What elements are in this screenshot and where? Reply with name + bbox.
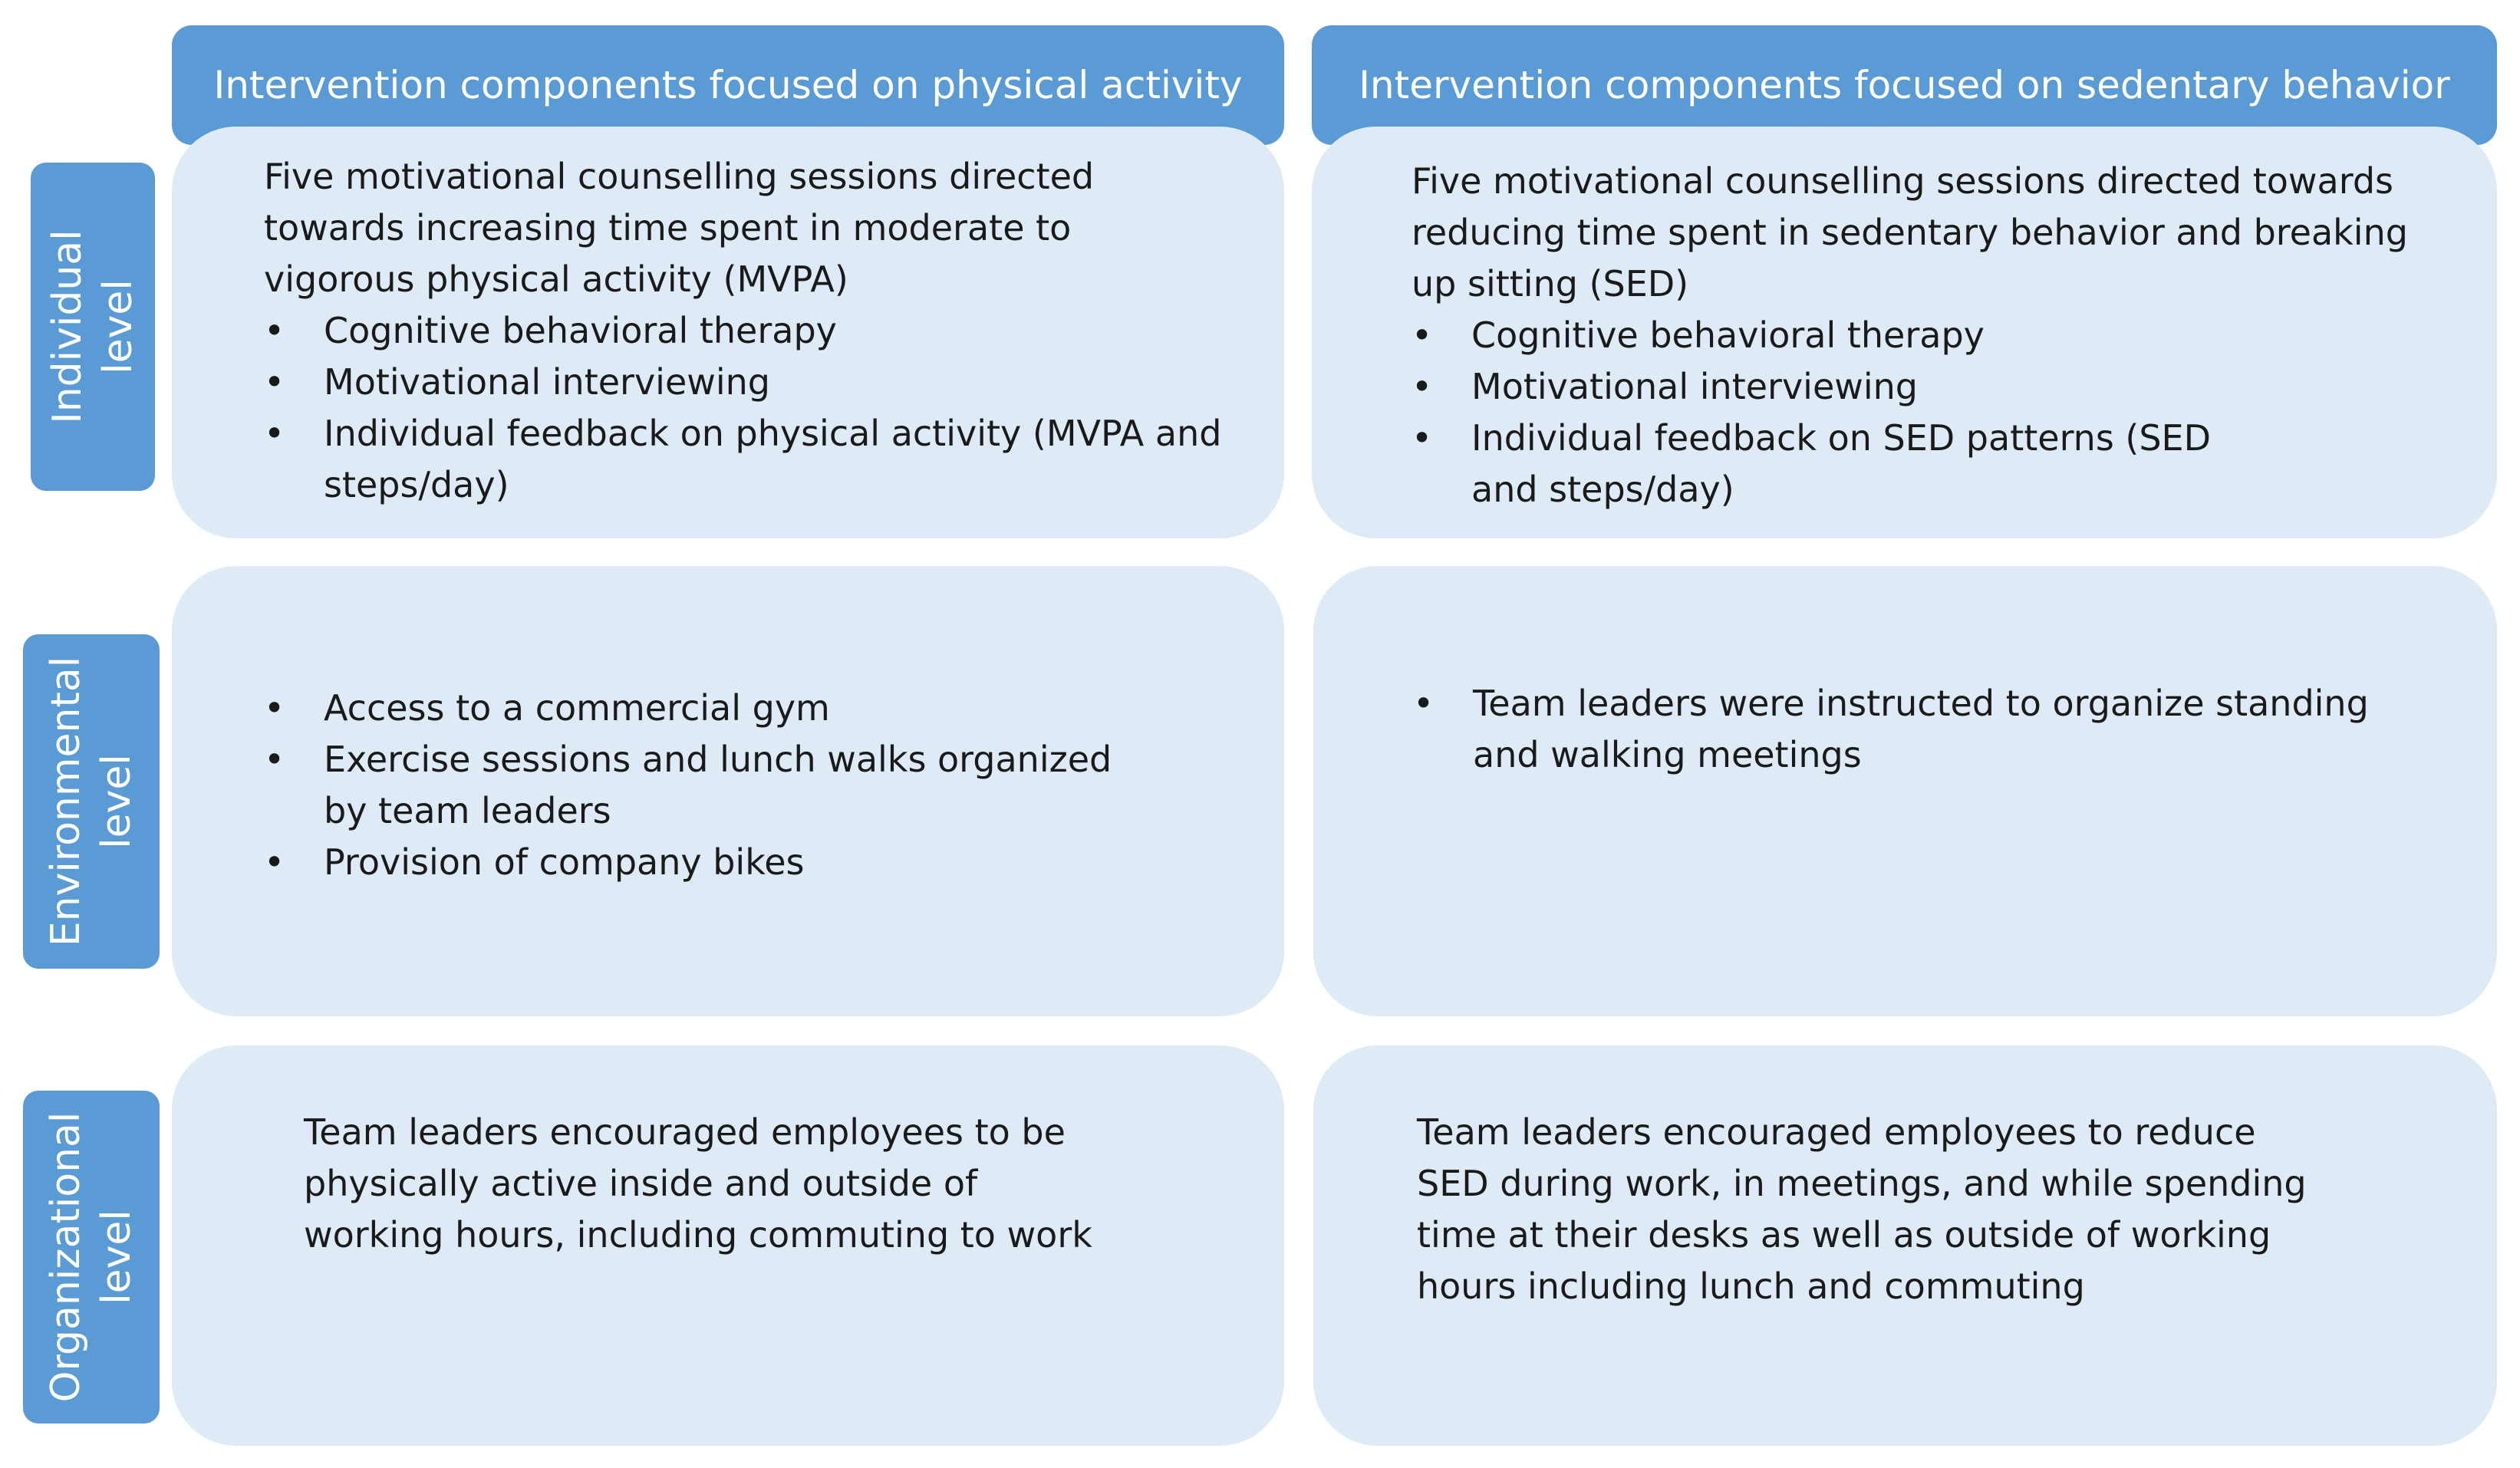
bullet-icon: • (264, 739, 285, 780)
list-item: •Individual feedback on physical activit… (264, 408, 1223, 511)
cell-individual-physical-activity-intro: Five motivational counselling sessions d… (264, 156, 1095, 300)
list-item: •Motivational interviewing (1412, 361, 2443, 413)
row-label-individual-line1: Individual (44, 229, 91, 424)
row-label-organizational: Organizational level (23, 1091, 160, 1424)
list-item: •Provision of company bikes (264, 837, 1146, 888)
cell-environmental-physical-activity-list: •Access to a commercial gym •Exercise se… (264, 683, 1146, 888)
cell-individual-sedentary-behavior: Five motivational counselling sessions d… (1312, 127, 2497, 538)
cell-individual-physical-activity: Five motivational counselling sessions d… (172, 127, 1284, 538)
cell-individual-sedentary-behavior-intro: Five motivational counselling sessions d… (1412, 160, 2408, 304)
header-physical-activity-text: Intervention components focused on physi… (213, 63, 1243, 107)
header-physical-activity: Intervention components focused on physi… (172, 25, 1284, 145)
row-label-environmental-line2: level (94, 754, 140, 849)
row-label-organizational-line2: level (94, 1210, 140, 1305)
bullet-icon: • (264, 687, 285, 729)
cell-organizational-sedentary-behavior: Team leaders encouraged employees to red… (1313, 1045, 2497, 1446)
bullet-icon: • (1412, 314, 1433, 356)
bullet-icon: • (264, 361, 285, 403)
list-item: •Cognitive behavioral therapy (1412, 310, 2443, 361)
list-item: •Team leaders were instructed to organiz… (1413, 678, 2374, 781)
list-item: •Exercise sessions and lunch walks organ… (264, 734, 1146, 837)
bullet-icon: • (264, 413, 285, 454)
cell-individual-physical-activity-list: •Cognitive behavioral therapy •Motivatio… (264, 305, 1223, 511)
bullet-icon: • (1413, 683, 1435, 724)
row-label-environmental-line1: Environmental (43, 656, 89, 947)
bullet-icon: • (264, 841, 285, 883)
cell-organizational-physical-activity-text: Team leaders encouraged employees to be … (304, 1111, 1092, 1256)
header-sedentary-behavior-text: Intervention components focused on seden… (1359, 63, 2450, 107)
bullet-icon: • (1412, 366, 1433, 407)
list-item: •Access to a commercial gym (264, 683, 1146, 734)
bullet-icon: • (1412, 417, 1433, 459)
bullet-icon: • (264, 310, 285, 351)
cell-environmental-sedentary-behavior-list: •Team leaders were instructed to organiz… (1413, 678, 2374, 781)
cell-environmental-sedentary-behavior: •Team leaders were instructed to organiz… (1313, 566, 2497, 1016)
row-label-individual-line2: level (95, 279, 141, 374)
list-item: •Motivational interviewing (264, 357, 1223, 408)
cell-organizational-sedentary-behavior-text: Team leaders encouraged employees to red… (1417, 1111, 2307, 1307)
row-label-individual: Individual level (31, 163, 155, 491)
row-label-environmental: Environmental level (23, 634, 160, 969)
list-item: •Individual feedback on SED patterns (SE… (1412, 413, 2443, 515)
list-item: •Cognitive behavioral therapy (264, 305, 1223, 357)
row-label-organizational-line1: Organizational (43, 1111, 89, 1403)
cell-individual-sedentary-behavior-list: •Cognitive behavioral therapy •Motivatio… (1412, 310, 2443, 515)
header-sedentary-behavior: Intervention components focused on seden… (1312, 25, 2497, 145)
cell-environmental-physical-activity: •Access to a commercial gym •Exercise se… (172, 566, 1284, 1016)
cell-organizational-physical-activity: Team leaders encouraged employees to be … (172, 1045, 1284, 1446)
